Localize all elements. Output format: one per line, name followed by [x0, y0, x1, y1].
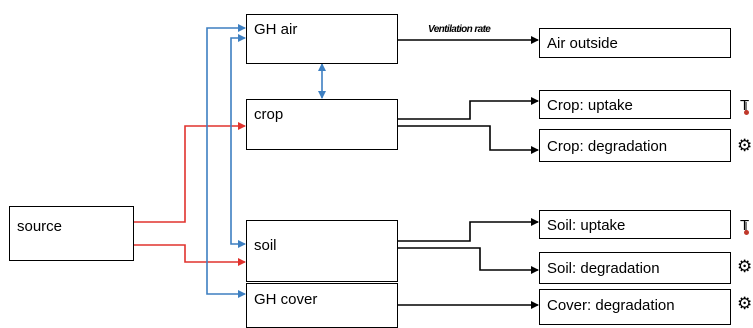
box-cover-degradation-label: Cover: degradation — [547, 297, 675, 314]
box-soil-degradation-label: Soil: degradation — [547, 260, 660, 277]
gear-icon: ⚙ — [737, 294, 753, 314]
box-source: source — [9, 206, 134, 261]
arrow-crop-uptake — [397, 97, 539, 120]
box-soil-uptake-label: Soil: uptake — [547, 217, 626, 234]
arrow-source-to-soil — [133, 244, 246, 266]
arrow-crop-degradation — [397, 125, 539, 154]
box-gh-cover: GH cover — [246, 283, 398, 328]
box-air-outside-label: Air outside — [547, 35, 618, 52]
box-soil-label: soil — [254, 237, 277, 254]
thermometer-icon — [744, 102, 749, 115]
blue-link-inner — [230, 34, 246, 248]
box-cover-degradation: Cover: degradation — [539, 289, 731, 325]
box-soil-degradation: Soil: degradation — [539, 252, 731, 284]
box-crop-uptake-label: Crop: uptake — [547, 97, 633, 114]
box-soil: soil — [246, 220, 398, 282]
box-crop-uptake: Crop: uptake — [539, 90, 731, 119]
box-air-outside: Air outside — [539, 28, 731, 58]
gear-icon: ⚙ — [737, 136, 753, 156]
box-gh-air: GH air — [246, 14, 398, 64]
thermometer-icon — [744, 222, 749, 235]
box-crop-degradation: Crop: degradation — [539, 129, 731, 162]
arrow-source-to-crop — [133, 122, 246, 223]
temperature-label: T — [740, 97, 749, 114]
arrow-soil-uptake — [397, 218, 539, 242]
box-gh-cover-label: GH cover — [254, 291, 318, 308]
box-gh-air-label: GH air — [254, 21, 298, 38]
ventilation-rate-label: Ventilation rate — [428, 24, 491, 35]
gear-icon: ⚙ — [737, 257, 753, 277]
box-crop-degradation-label: Crop: degradation — [547, 138, 668, 155]
box-source-label: source — [17, 218, 63, 235]
temperature-label: T — [740, 217, 749, 234]
box-soil-uptake: Soil: uptake — [539, 210, 731, 239]
arrow-soil-degradation — [397, 247, 539, 274]
box-crop-label: crop — [254, 106, 284, 123]
box-crop: crop — [246, 99, 398, 150]
blue-link-outer — [206, 24, 246, 298]
